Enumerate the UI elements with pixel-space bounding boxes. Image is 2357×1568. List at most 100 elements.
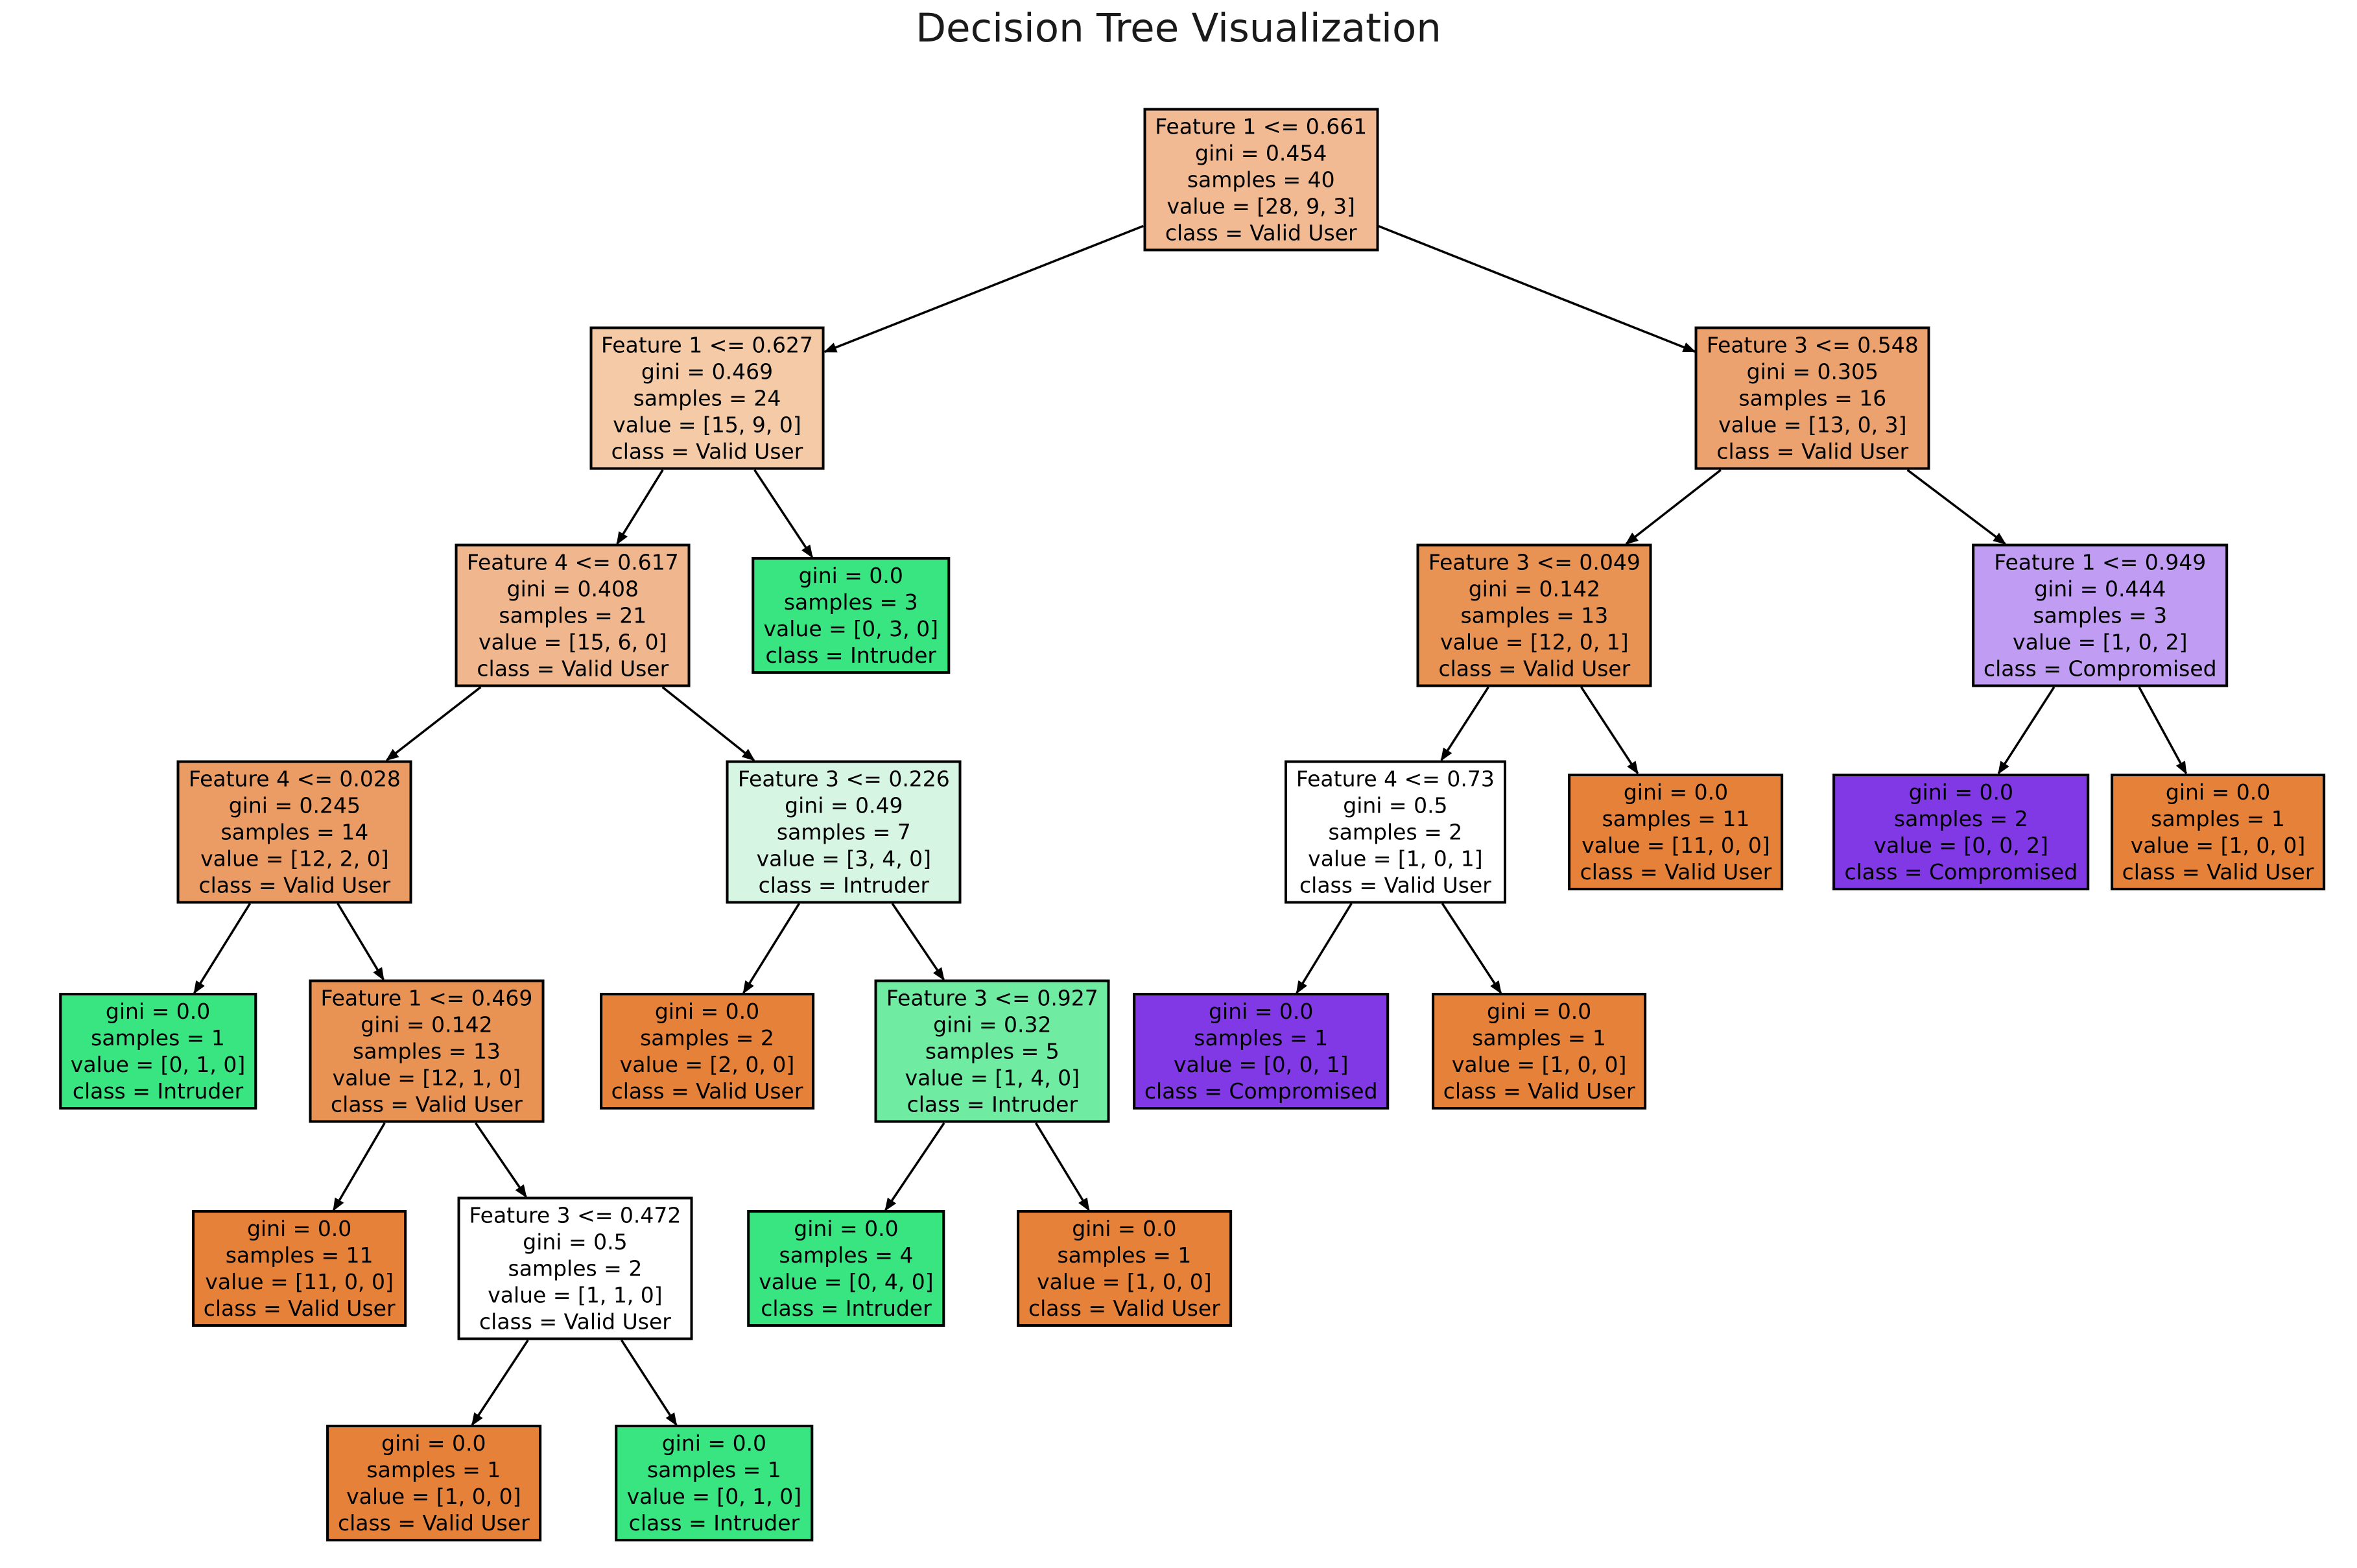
node-condition: Feature 3 <= 0.548: [1706, 332, 1919, 358]
node-gini: gini = 0.32: [933, 1012, 1052, 1038]
tree-node-9: Feature 4 <= 0.73 gini = 0.5 samples = 2…: [1284, 760, 1506, 904]
node-class: class = Intruder: [72, 1078, 244, 1104]
node-gini: gini = 0.49: [785, 792, 903, 818]
node-gini: gini = 0.469: [641, 359, 774, 385]
node-gini: gini = 0.245: [228, 792, 361, 818]
node-samples: samples = 13: [1460, 602, 1609, 628]
node-class: class = Intruder: [761, 1296, 932, 1322]
tree-node-12: gini = 0.0 samples = 1 value = [1, 0, 0]…: [2110, 773, 2326, 890]
node-gini: gini = 0.0: [1072, 1216, 1177, 1242]
node-samples: samples = 11: [225, 1242, 373, 1268]
node-samples: samples = 14: [220, 819, 369, 845]
tree-node-22: gini = 0.0 samples = 1 value = [1, 0, 0]…: [1017, 1210, 1232, 1327]
node-value: value = [0, 0, 1]: [1173, 1052, 1349, 1078]
node-samples: samples = 3: [2033, 602, 2168, 628]
node-value: value = [0, 1, 0]: [70, 1052, 246, 1078]
node-value: value = [15, 9, 0]: [613, 412, 801, 438]
tree-edge: [2138, 686, 2188, 775]
node-gini: gini = 0.0: [381, 1431, 486, 1456]
node-gini: gini = 0.408: [506, 576, 639, 602]
node-gini: gini = 0.142: [1468, 576, 1601, 602]
node-condition: Feature 3 <= 0.927: [886, 985, 1098, 1011]
tree-node-19: gini = 0.0 samples = 11 value = [11, 0, …: [191, 1210, 407, 1327]
tree-edge: [823, 224, 1144, 353]
tree-node-11: gini = 0.0 samples = 2 value = [0, 0, 2]…: [1832, 773, 2090, 890]
node-class: class = Valid User: [611, 1078, 803, 1104]
node-samples: samples = 1: [646, 1457, 781, 1483]
node-gini: gini = 0.0: [661, 1431, 767, 1456]
node-class: class = Valid User: [1580, 859, 1772, 885]
node-value: value = [1, 4, 0]: [905, 1065, 1080, 1091]
node-samples: samples = 24: [633, 385, 781, 411]
node-value: value = [12, 1, 0]: [332, 1065, 521, 1091]
tree-edge: [884, 1122, 945, 1211]
node-gini: gini = 0.444: [2034, 576, 2166, 602]
node-value: value = [12, 0, 1]: [1440, 629, 1629, 655]
node-value: value = [0, 4, 0]: [759, 1269, 934, 1295]
node-gini: gini = 0.5: [1343, 792, 1448, 818]
node-value: value = [1, 0, 0]: [1451, 1052, 1627, 1078]
tree-edge: [753, 469, 814, 558]
node-value: value = [2, 0, 0]: [619, 1052, 795, 1078]
node-class: class = Valid User: [1438, 656, 1631, 682]
tree-node-4: gini = 0.0 samples = 3 value = [0, 3, 0]…: [752, 557, 950, 674]
node-class: class = Valid User: [198, 872, 391, 898]
node-value: value = [1, 0, 0]: [2130, 832, 2306, 858]
tree-node-2: Feature 3 <= 0.548 gini = 0.305 samples …: [1694, 326, 1930, 470]
node-samples: samples = 7: [776, 819, 911, 845]
tree-node-0: Feature 1 <= 0.661 gini = 0.454 samples …: [1143, 108, 1379, 252]
node-samples: samples = 1: [2151, 805, 2285, 831]
tree-edge: [471, 1339, 529, 1427]
tree-node-14: Feature 1 <= 0.469 gini = 0.142 samples …: [309, 979, 545, 1123]
node-class: class = Valid User: [1443, 1078, 1635, 1104]
node-gini: gini = 0.5: [523, 1229, 628, 1255]
node-gini: gini = 0.0: [798, 563, 903, 589]
node-class: class = Valid User: [331, 1091, 523, 1117]
node-value: value = [1, 0, 0]: [1037, 1269, 1212, 1295]
tree-node-17: gini = 0.0 samples = 1 value = [0, 0, 1]…: [1132, 993, 1390, 1110]
node-condition: Feature 1 <= 0.661: [1155, 113, 1368, 139]
tree-edge: [385, 686, 482, 761]
tree-node-1: Feature 1 <= 0.627 gini = 0.469 samples …: [589, 326, 825, 470]
node-value: value = [0, 0, 2]: [1873, 832, 2049, 858]
node-value: value = [1, 0, 0]: [346, 1484, 521, 1510]
node-gini: gini = 0.0: [1908, 779, 2013, 805]
node-value: value = [1, 1, 0]: [488, 1282, 663, 1308]
node-samples: samples = 1: [366, 1457, 501, 1483]
node-value: value = [13, 0, 3]: [1718, 412, 1907, 438]
node-gini: gini = 0.454: [1195, 140, 1327, 166]
node-value: value = [11, 0, 0]: [205, 1269, 394, 1295]
node-condition: Feature 3 <= 0.472: [469, 1202, 681, 1228]
node-gini: gini = 0.0: [1623, 779, 1729, 805]
node-class: class = Intruder: [906, 1091, 1078, 1117]
tree-edge: [337, 903, 385, 981]
tree-edge: [1625, 469, 1722, 545]
tree-node-18: gini = 0.0 samples = 1 value = [1, 0, 0]…: [1431, 993, 1647, 1110]
tree-edge: [616, 469, 664, 545]
node-gini: gini = 0.142: [361, 1012, 493, 1038]
tree-edge: [193, 903, 252, 994]
node-samples: samples = 1: [1057, 1242, 1192, 1268]
tree-edge: [1580, 686, 1639, 775]
node-value: value = [28, 9, 3]: [1167, 193, 1355, 219]
node-samples: samples = 2: [1893, 805, 2028, 831]
tree-node-24: gini = 0.0 samples = 1 value = [0, 1, 0]…: [615, 1425, 814, 1542]
node-value: value = [1, 0, 1]: [1308, 846, 1483, 872]
node-samples: samples = 1: [1472, 1025, 1607, 1051]
tree-node-3: Feature 4 <= 0.617 gini = 0.408 samples …: [455, 543, 691, 687]
node-samples: samples = 40: [1187, 167, 1335, 193]
node-class: class = Compromised: [1983, 656, 2217, 682]
node-gini: gini = 0.0: [246, 1216, 352, 1242]
node-class: class = Intruder: [628, 1510, 800, 1536]
node-class: class = Valid User: [611, 438, 803, 464]
node-class: class = Valid User: [1028, 1296, 1220, 1322]
tree-node-6: Feature 1 <= 0.949 gini = 0.444 samples …: [1971, 543, 2229, 687]
tree-edge: [742, 903, 800, 994]
node-samples: samples = 1: [1194, 1025, 1329, 1051]
tree-edge: [475, 1122, 527, 1198]
node-samples: samples = 21: [499, 602, 647, 628]
tree-edge: [1906, 469, 2007, 545]
tree-node-5: Feature 3 <= 0.049 gini = 0.142 samples …: [1416, 543, 1652, 687]
node-class: class = Intruder: [758, 872, 930, 898]
node-class: class = Valid User: [2122, 859, 2314, 885]
